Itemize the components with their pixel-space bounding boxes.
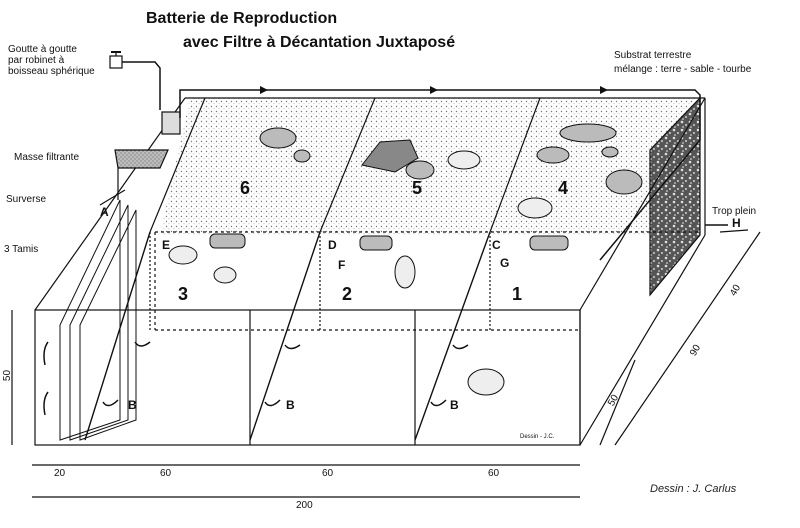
stone <box>529 235 569 251</box>
turtle-icon <box>168 245 198 265</box>
flow-arrow-icon <box>134 341 151 347</box>
turtle-icon <box>447 150 481 170</box>
stone <box>293 149 311 163</box>
substrat-label-2: mélange : terre - sable - tourbe <box>614 64 752 75</box>
compartment-1: 1 <box>512 284 523 304</box>
compartment-2: 2 <box>342 284 353 304</box>
rock-wall <box>649 96 701 297</box>
flow-arrow-icon <box>284 344 301 350</box>
goutte-label-2: par robinet à <box>8 55 65 66</box>
stone <box>605 169 643 195</box>
filter-mass <box>114 149 169 169</box>
letter-b-2: B <box>286 398 295 412</box>
arrow-head-icon <box>600 86 608 94</box>
letter-a: A <box>100 205 109 219</box>
stone <box>405 160 435 180</box>
inlet-pipe <box>120 61 161 110</box>
letter-f: F <box>338 258 346 272</box>
arrow-head-icon <box>430 86 438 94</box>
flow-arrow-icon <box>102 399 119 407</box>
pump <box>161 111 181 135</box>
flow-arrow-icon <box>43 391 49 416</box>
letter-h: H <box>732 216 741 230</box>
title-line-1: Batterie de Reproduction <box>146 10 338 27</box>
tamis-screens <box>59 199 137 441</box>
tamis-label: 3 Tamis <box>4 244 39 255</box>
letter-g: G <box>500 256 510 270</box>
goutte-label-1: Goutte à goutte <box>8 44 77 55</box>
stone <box>359 235 393 251</box>
dimension-compartment-2: 60 <box>322 468 334 479</box>
flow-arrow-icon <box>430 399 447 407</box>
letter-b-1: B <box>128 398 137 412</box>
turtle-icon <box>394 255 416 289</box>
compartment-3: 3 <box>178 284 189 304</box>
credit: Dessin : J. Carlus <box>650 483 737 495</box>
flow-arrow-icon <box>43 341 49 366</box>
letter-d: D <box>328 238 337 252</box>
valve <box>109 55 123 69</box>
title-line-2: avec Filtre à Décantation Juxtaposé <box>183 34 456 51</box>
dimension-total: 200 <box>296 500 313 511</box>
masse-filtrante-label: Masse filtrante <box>14 152 80 163</box>
stone <box>361 139 419 173</box>
goutte-label-3: boisseau sphérique <box>8 66 95 77</box>
arrow-head-icon <box>260 86 268 94</box>
turtle-icon <box>467 368 505 396</box>
dimension-compartment-1: 60 <box>160 468 172 479</box>
stone <box>259 127 297 149</box>
stone <box>559 123 617 143</box>
trop-plein-label: Trop plein <box>712 206 757 217</box>
signature: Dessin - J.C. <box>520 434 555 440</box>
return-pipe <box>179 89 701 261</box>
dimension-compartment-3: 60 <box>488 468 500 479</box>
letter-e: E <box>162 238 171 252</box>
letter-b-3: B <box>450 398 459 412</box>
stone <box>536 146 570 164</box>
compartment-4: 4 <box>558 178 569 198</box>
substrat-label-1: Substrat terrestre <box>614 50 692 61</box>
turtle-icon <box>213 266 237 284</box>
compartment-6: 6 <box>240 178 251 198</box>
stone <box>209 233 246 249</box>
stone <box>601 146 619 158</box>
dimension-filter-width: 20 <box>54 468 66 479</box>
surverse-label: Surverse <box>6 194 47 205</box>
dimension-height: 50 <box>2 369 14 382</box>
flow-arrow-icon <box>264 399 281 407</box>
flow-arrow-icon <box>452 344 469 350</box>
compartment-5: 5 <box>412 178 423 198</box>
letter-c: C <box>492 238 501 252</box>
turtle-icon <box>517 197 553 219</box>
